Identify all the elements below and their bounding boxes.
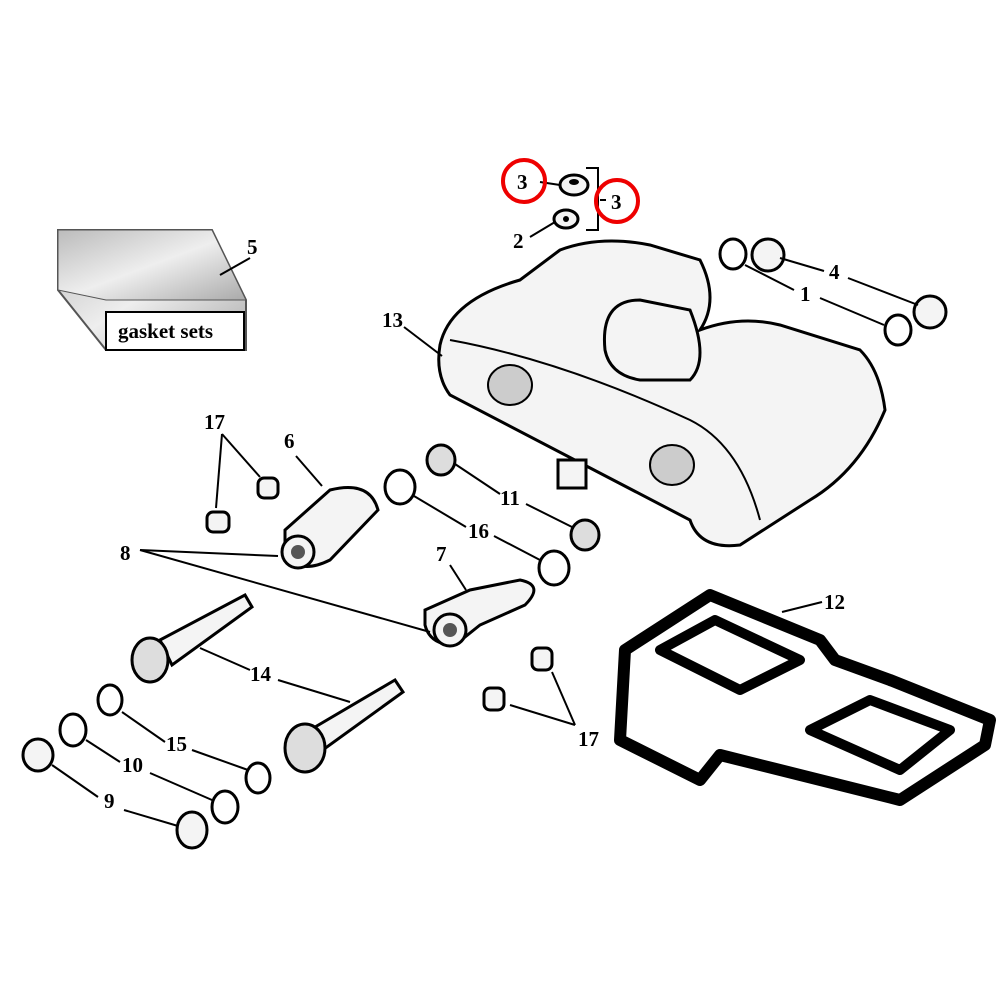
- o-ring-part-16: [383, 468, 571, 587]
- callout-8[interactable]: 8: [120, 541, 131, 565]
- shaft-part-14: [130, 593, 406, 774]
- callout-9[interactable]: 9: [104, 789, 115, 813]
- callout-12[interactable]: 12: [824, 590, 845, 614]
- callout-3[interactable]: 3: [517, 170, 528, 194]
- bushing-part-17: [205, 476, 554, 712]
- callout-7[interactable]: 7: [436, 542, 447, 566]
- gasket-sets-label: gasket sets: [118, 319, 213, 343]
- seal-part-11: [425, 443, 601, 552]
- acorn-nut-part-4: [750, 237, 948, 330]
- o-ring-part-15: [96, 683, 272, 795]
- callout-5[interactable]: 5: [247, 235, 258, 259]
- callout-1[interactable]: 1: [800, 282, 811, 306]
- callout-17-upper[interactable]: 17: [204, 410, 225, 434]
- plug-part-9: [21, 737, 209, 850]
- callout-17-lower[interactable]: 17: [578, 727, 599, 751]
- highlight-circle-3a: [501, 158, 547, 204]
- gasket-sets-box[interactable]: gasket sets: [57, 229, 247, 351]
- rocker-arm-part-7: [423, 578, 536, 648]
- rocker-box-part-13: [437, 239, 887, 548]
- callout-15[interactable]: 15: [166, 732, 187, 756]
- callout-3-kit[interactable]: 3: [611, 190, 622, 214]
- callout-4[interactable]: 4: [829, 260, 840, 284]
- callout-6[interactable]: 6: [284, 429, 295, 453]
- seal-part-10: [58, 712, 240, 825]
- washer-part-2: [552, 208, 580, 230]
- callout-11[interactable]: 11: [500, 486, 520, 510]
- callout-14[interactable]: 14: [250, 662, 272, 686]
- callout-10[interactable]: 10: [122, 753, 143, 777]
- callout-13[interactable]: 13: [382, 308, 403, 332]
- gasket-part-12: [614, 589, 996, 806]
- washer-part-1: [718, 237, 913, 347]
- highlight-circle-3b: [594, 178, 640, 224]
- rocker-arm-part-6: [280, 486, 380, 570]
- callout-16[interactable]: 16: [468, 519, 489, 543]
- leader-lines: [51, 181, 919, 827]
- nut-part-3: [558, 173, 590, 197]
- callout-2[interactable]: 2: [513, 229, 524, 253]
